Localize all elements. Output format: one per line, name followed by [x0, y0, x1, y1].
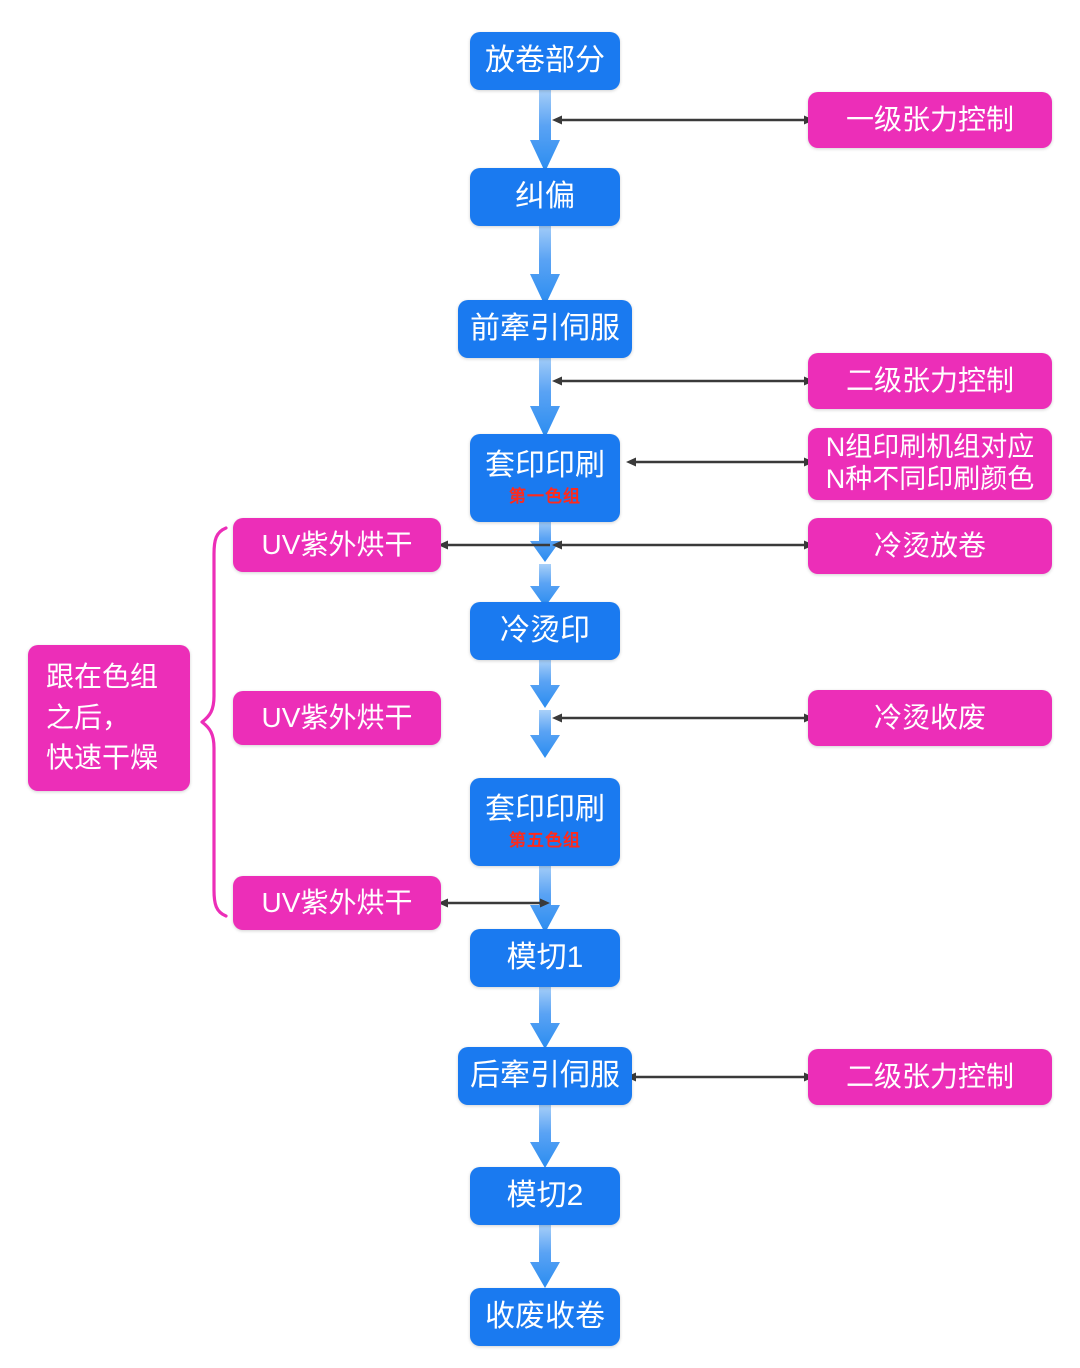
node-front-servo[interactable]: 前牽引伺服 — [458, 300, 632, 358]
node-die-cut-2-label: 模切2 — [506, 1178, 584, 1212]
node-rear-servo-label: 后牽引伺服 — [470, 1058, 620, 1092]
connector-cold-foil-waste — [552, 710, 814, 726]
flow-arrow-overprint1-seg1 — [530, 519, 560, 562]
node-uv-dry-1-label: UV紫外烘干 — [261, 528, 413, 560]
node-overprint-1[interactable]: 套印印刷 第一色组 — [470, 434, 620, 522]
node-uv-dry-3[interactable]: UV紫外烘干 — [233, 876, 441, 930]
node-n-units-line1: N组印刷机组对应 — [825, 432, 1035, 463]
node-overprint-1-label: 套印印刷 — [485, 448, 605, 482]
connector-n-units — [626, 454, 814, 470]
node-uv-dry-1[interactable]: UV紫外烘干 — [233, 518, 441, 572]
node-cold-foil-unwind[interactable]: 冷烫放卷 — [808, 518, 1052, 574]
node-waste-rewind-label: 收废收卷 — [485, 1299, 605, 1333]
node-cold-foil-unwind-label: 冷烫放卷 — [873, 529, 986, 561]
flow-arrow-overprint5-to-diecut1 — [530, 863, 560, 933]
connector-cold-foil-unwind — [552, 537, 814, 553]
fast-dry-note-line3: 快速干燥 — [46, 742, 159, 774]
flow-arrow-rear-servo-to-diecut2 — [530, 1104, 560, 1168]
node-overprint-5[interactable]: 套印印刷 第五色组 — [470, 778, 620, 866]
node-die-cut-1[interactable]: 模切1 — [470, 929, 620, 987]
fast-dry-note-line2: 之后， — [46, 701, 131, 733]
node-tension-2b-label: 二级张力控制 — [845, 1060, 1014, 1092]
node-correction[interactable]: 纠偏 — [470, 168, 620, 226]
node-die-cut-2[interactable]: 模切2 — [470, 1167, 620, 1225]
node-overprint-5-label: 套印印刷 — [485, 792, 605, 826]
node-correction-label: 纠偏 — [515, 179, 575, 213]
node-uv-dry-2-label: UV紫外烘干 — [261, 701, 413, 733]
connector-tension2b — [626, 1069, 814, 1085]
node-tension-2b[interactable]: 二级张力控制 — [808, 1049, 1052, 1105]
node-cold-foil[interactable]: 冷烫印 — [470, 602, 620, 660]
node-cold-foil-waste[interactable]: 冷烫收废 — [808, 690, 1052, 746]
flow-arrow-overprint1-seg2 — [530, 564, 560, 607]
node-waste-rewind[interactable]: 收废收卷 — [470, 1288, 620, 1346]
node-tension-1-label: 一级张力控制 — [845, 103, 1014, 135]
node-unwind[interactable]: 放卷部分 — [470, 32, 620, 90]
node-tension-2[interactable]: 二级张力控制 — [808, 353, 1052, 409]
flow-arrow-diecut2-to-waste-rewind — [530, 1224, 560, 1288]
connector-uv-dry-3 — [438, 895, 550, 911]
node-cold-foil-label: 冷烫印 — [500, 613, 590, 647]
node-tension-2-label: 二级张力控制 — [845, 364, 1014, 396]
flow-arrow-diecut1-to-rear-servo — [530, 985, 560, 1049]
flow-arrow-coldfoil-seg2 — [530, 710, 560, 758]
connector-uv-dry-1 — [438, 537, 550, 553]
flow-arrow-front-servo-to-overprint1 — [530, 354, 560, 438]
flow-arrow-coldfoil-seg1 — [530, 660, 560, 708]
node-unwind-label: 放卷部分 — [485, 43, 605, 77]
connector-tension1 — [552, 112, 814, 128]
node-uv-dry-3-label: UV紫外烘干 — [261, 886, 413, 918]
node-overprint-5-sublabel: 第五色组 — [509, 831, 581, 851]
node-n-units[interactable]: N组印刷机组对应 N种不同印刷颜色 — [808, 428, 1052, 500]
flow-arrow-correction-to-front-servo — [530, 222, 560, 306]
uv-group-brace — [196, 524, 232, 920]
node-cold-foil-waste-label: 冷烫收废 — [873, 701, 986, 733]
fast-dry-note-line1: 跟在色组 — [46, 661, 159, 693]
node-rear-servo[interactable]: 后牽引伺服 — [458, 1047, 632, 1105]
node-uv-dry-2[interactable]: UV紫外烘干 — [233, 691, 441, 745]
node-overprint-1-sublabel: 第一色组 — [509, 487, 581, 507]
node-tension-1[interactable]: 一级张力控制 — [808, 92, 1052, 148]
node-die-cut-1-label: 模切1 — [506, 940, 584, 974]
node-fast-dry-note[interactable]: 跟在色组 之后， 快速干燥 — [28, 645, 190, 791]
flow-arrow-unwind-to-correction — [530, 88, 560, 172]
node-front-servo-label: 前牽引伺服 — [470, 311, 620, 345]
node-n-units-line2: N种不同印刷颜色 — [825, 464, 1035, 494]
connector-tension2 — [552, 373, 814, 389]
